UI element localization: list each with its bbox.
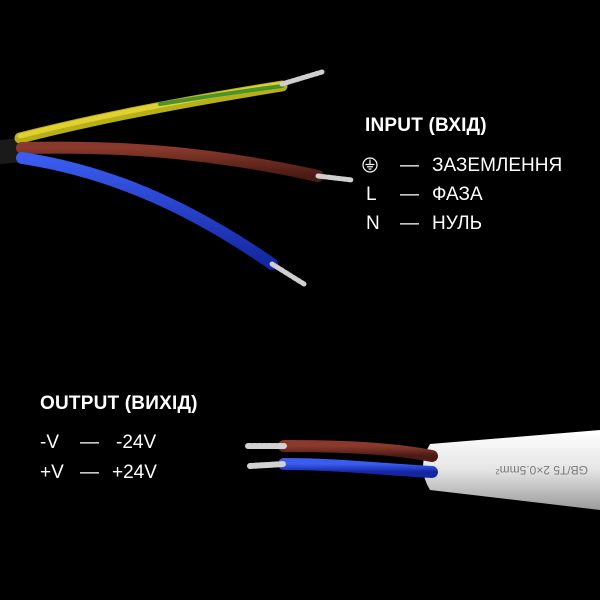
input-row-earth: — ЗАЗЕМЛЕННЯ [362, 155, 592, 179]
input-row-neutral-dash: — [400, 213, 419, 234]
cable-print: GB/T5 2×0.5mm² [496, 463, 588, 477]
phase-wire [16, 141, 355, 183]
input-row-earth-label: ЗАЗЕМЛЕННЯ [432, 155, 563, 176]
output-row-positive-label: +24V [112, 462, 157, 483]
input-row-neutral-label: НУЛЬ [432, 213, 483, 234]
input-row-phase-label: ФАЗА [432, 184, 483, 205]
input-row-phase-dash: — [400, 184, 419, 205]
output-blue-wire [247, 458, 438, 478]
input-row-earth-dash: — [400, 155, 419, 176]
output-row-positive: +V — +24V [40, 462, 220, 486]
input-row-neutral-symbol: N [366, 213, 380, 234]
output-row-positive-dash: — [80, 462, 99, 483]
neutral-wire [16, 152, 307, 287]
output-row-negative-dash: — [80, 432, 99, 453]
input-row-phase: L — ФАЗА [366, 184, 566, 208]
output-row-negative-symbol: -V [40, 432, 59, 453]
output-row-negative: -V — -24V [40, 432, 220, 456]
output-row-positive-symbol: +V [40, 462, 64, 483]
input-row-phase-symbol: L [366, 184, 377, 205]
output-row-negative-label: -24V [116, 432, 157, 453]
input-heading: INPUT (ВХІД) [365, 115, 487, 136]
input-row-neutral: N — НУЛЬ [366, 213, 566, 237]
input-cable [0, 69, 355, 287]
output-heading: OUTPUT (ВИХІД) [40, 393, 198, 414]
output-brown-wire [245, 440, 438, 462]
output-cable: GB/T5 2×0.5mm² [245, 430, 600, 510]
earth-wire [14, 69, 325, 144]
ground-icon [362, 157, 378, 173]
